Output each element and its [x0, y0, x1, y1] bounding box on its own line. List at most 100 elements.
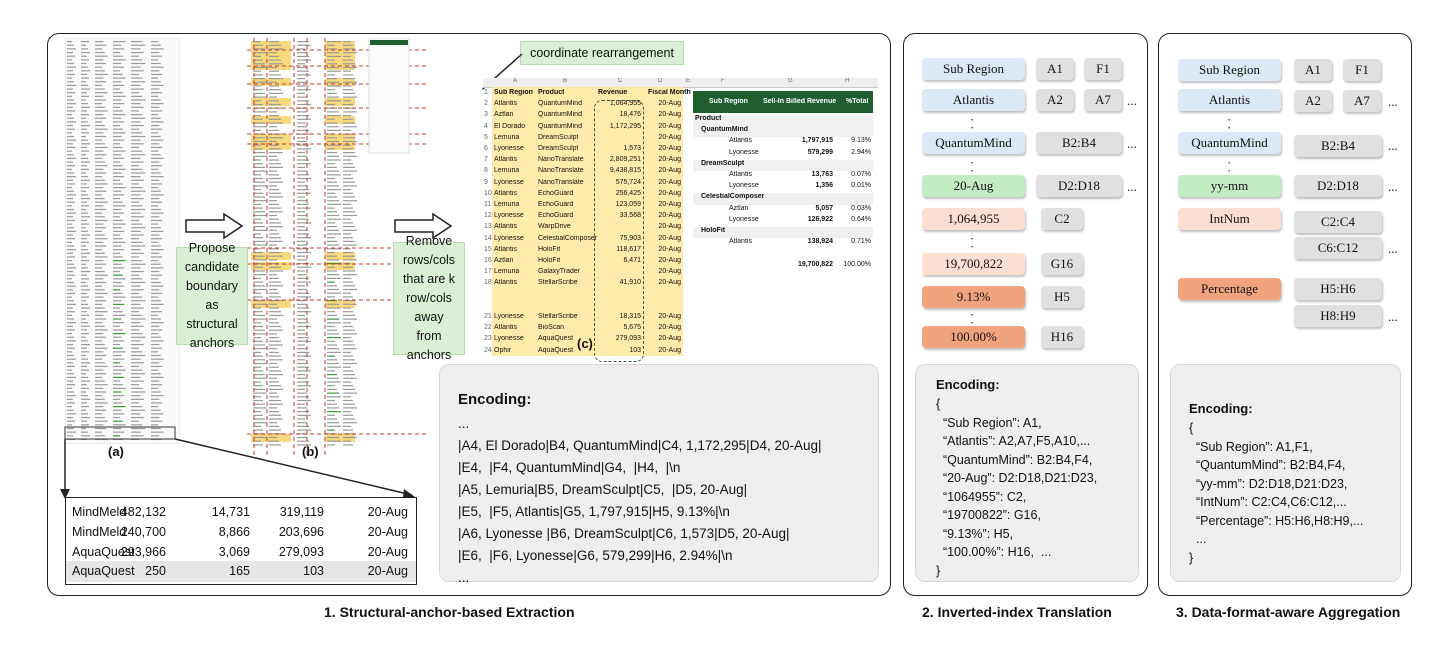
thumb-cell: [297, 399, 311, 402]
thumb-cell: [113, 146, 123, 149]
thumb-cell: [113, 274, 123, 276]
thumb-cell: [253, 344, 265, 346]
thumb-cell: [327, 163, 335, 165]
thumb-cell: [269, 322, 279, 324]
thumb-cell: [269, 381, 279, 383]
thumb-cell: [343, 189, 351, 191]
sheet-cell: Aztlan: [494, 257, 514, 264]
pivot-header: [693, 91, 873, 113]
thumb-cell: [67, 234, 73, 236]
chip-b2b4: B2:B4: [1294, 135, 1382, 157]
thumb-cell: [81, 212, 88, 214]
thumb-cell: [131, 234, 144, 236]
thumb-cell: [297, 78, 305, 80]
thumb-cell: [269, 152, 283, 154]
thumb-cell: [81, 55, 87, 57]
thumb-cell: [297, 340, 311, 342]
pivot-cell: Atlantis: [729, 171, 752, 178]
thumb-cell: [151, 267, 164, 269]
thumb-cell: [81, 322, 88, 324]
thumb-cell: [151, 285, 164, 287]
thumb-cell: [81, 325, 90, 327]
thumb-cell: [297, 396, 309, 398]
thumb-cell: [95, 427, 107, 430]
thumb-cell: [67, 314, 72, 316]
chip-19700822: 19,700,822: [922, 253, 1025, 275]
thumb-cell: [113, 384, 123, 386]
thumb-cell: [113, 241, 126, 243]
thumb-cell: [81, 416, 90, 419]
thumb-cell: [113, 216, 120, 218]
thumb-cell: [327, 214, 339, 217]
ellipsis: ...: [1127, 136, 1137, 151]
table-cell: 203,696: [278, 525, 324, 539]
thumb-cell: [253, 396, 261, 398]
sheet-cell: Lemuria: [494, 167, 520, 175]
thumb-cell: [269, 288, 277, 291]
thumb-cell: [343, 126, 357, 128]
thumb-cell: [253, 89, 263, 91]
thumb-cell: [131, 278, 143, 280]
thumb-cell: [297, 48, 305, 50]
thumb-cell: [95, 252, 105, 254]
thumb-cell: [131, 84, 141, 86]
thumb-cell: [131, 183, 139, 185]
thumb-cell: [269, 396, 279, 398]
thumb-cell: [327, 248, 341, 250]
sheet-cell: NanoTranslate: [538, 178, 584, 186]
thumb-cell: [131, 227, 146, 229]
thumb-cell: [269, 189, 279, 191]
thumb-cell: [327, 314, 337, 316]
thumb-cell: [151, 296, 158, 298]
thumb-cell: [151, 154, 161, 156]
thumb-cell: [253, 78, 265, 80]
thumb-cell: [253, 74, 263, 76]
thumb-cell: [269, 418, 283, 420]
thumb-cell: [269, 229, 277, 231]
thumb-cell: [253, 259, 267, 261]
thumb-cell: [95, 333, 104, 335]
chip-quantummind: QuantumMind: [1178, 132, 1281, 154]
thumb-cell: [131, 260, 143, 262]
encoding-box-2: Encoding: { “Sub Region”: A1, “Atlantis”…: [915, 364, 1139, 582]
thumb-cell: [269, 251, 281, 254]
thumb-cell: [343, 103, 353, 106]
sheet-cell: 20-Aug: [658, 111, 681, 119]
thumb-cell: [95, 81, 107, 83]
thumb-cell: [343, 281, 353, 283]
thumb-cell: [81, 190, 86, 192]
thumb-cell: [297, 374, 305, 376]
thumb-cell: [131, 230, 141, 232]
thumb-cell: [327, 251, 335, 254]
thumb-cell: [151, 329, 163, 331]
thumb-cell: [113, 347, 123, 349]
thumb-cell: [81, 387, 89, 389]
thumb-cell: [113, 168, 126, 170]
thumb-cell: [327, 92, 337, 94]
thumb-cell: [253, 281, 263, 283]
thumb-cell: [269, 414, 281, 416]
thumb-cell: [131, 402, 139, 404]
thumb-cell: [113, 333, 126, 335]
sheet-cell: Lyonesse: [494, 313, 524, 320]
thumb-cell: [343, 185, 357, 187]
thumb-cell: [253, 63, 265, 65]
thumb-cell: [81, 351, 89, 353]
thumb-cell: [131, 70, 144, 72]
column-letter: G: [788, 78, 793, 84]
sheet-cell: Lemuria: [494, 133, 520, 141]
thumb-cell: [113, 435, 120, 437]
spreadsheet-thumbnail-a: [65, 38, 180, 444]
thumb-cell: [297, 414, 311, 416]
thumb-cell: [343, 444, 353, 446]
thumb-cell: [81, 435, 90, 437]
thumb-cell: [81, 103, 88, 105]
thumb-cell: [95, 369, 104, 371]
thumb-cell: [95, 223, 104, 225]
thumb-cell: [81, 395, 88, 397]
thumb-cell: [81, 81, 86, 83]
thumb-cell: [81, 252, 90, 254]
thumb-cell: [269, 263, 279, 265]
sheet-cell: Lemuria: [494, 268, 520, 276]
thumb-cell: [151, 201, 163, 203]
